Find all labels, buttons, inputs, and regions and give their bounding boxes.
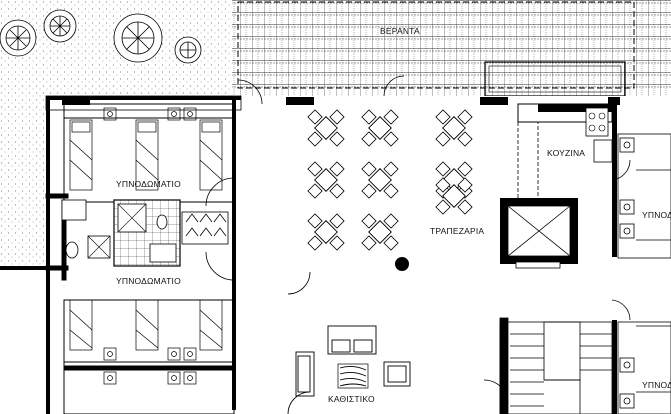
stove-burner: [598, 124, 606, 132]
dining-table-icon: [435, 109, 473, 147]
chair-icon: [329, 161, 345, 177]
label-dining: ΤΡΑΠΕΖΑΡΙΑ: [430, 226, 484, 236]
dining-table-icon: [307, 213, 345, 251]
staircase: [499, 317, 613, 414]
wardrobe-icon: [181, 211, 229, 245]
tree-icon: [113, 13, 163, 63]
label-bedroom-right-bottom: ΥΠΝΟΔ: [642, 380, 671, 390]
veranda-dashed-edge: [237, 1, 635, 89]
tree-icon: [174, 36, 202, 64]
chair-icon: [383, 183, 399, 199]
bathroom: [61, 199, 181, 267]
label-bedroom-top: ΥΠΝΟΔΩΜΑΤΙΟ: [116, 179, 181, 189]
ground-line: [0, 266, 48, 270]
chair-icon: [329, 131, 345, 147]
chair-icon: [435, 199, 451, 215]
chair-icon: [383, 213, 399, 229]
chair-icon: [435, 161, 451, 177]
bed-icon: [69, 299, 93, 351]
chair-icon: [361, 235, 377, 251]
kitchen: [517, 103, 613, 201]
dining-table-icon: [307, 161, 345, 199]
chair-icon: [383, 131, 399, 147]
chair-icon: [457, 109, 473, 125]
chair-icon: [329, 235, 345, 251]
chair-icon: [383, 235, 399, 251]
chair-icon: [307, 131, 323, 147]
tree-icon: [0, 19, 37, 57]
dining-table-icon: [361, 109, 399, 147]
tree-icon: [43, 9, 77, 43]
label-living: ΚΑΘΙΣΤΙΚΟ: [328, 394, 375, 404]
right-bedrooms: [617, 133, 671, 414]
chair-icon: [361, 109, 377, 125]
chair-icon: [383, 161, 399, 177]
bed-icon: [199, 299, 223, 351]
label-veranda: ΒΕΡΑΝΤΑ: [380, 26, 420, 36]
label-bedroom-mid: ΥΠΝΟΔΩΜΑΤΙΟ: [116, 276, 181, 286]
armchair-icon: [383, 361, 411, 387]
bed-icon: [135, 119, 159, 191]
gravel-strip: [0, 96, 48, 268]
chair-icon: [361, 183, 377, 199]
nightstand-icon: [103, 107, 197, 385]
chair-icon: [435, 177, 451, 193]
chair-icon: [435, 109, 451, 125]
column: [395, 257, 409, 271]
chair-icon: [457, 131, 473, 147]
chair-icon: [307, 235, 323, 251]
rug-icon: [337, 363, 369, 389]
dining-table-icon: [435, 177, 473, 215]
dining-table-icon: [361, 161, 399, 199]
chair-icon: [329, 183, 345, 199]
chair-icon: [435, 131, 451, 147]
chair-icon: [457, 161, 473, 177]
elevator-shaft: [500, 198, 578, 269]
label-kitchen: ΚΟΥΖΙΝΑ: [547, 148, 585, 158]
chair-icon: [307, 161, 323, 177]
chair-icon: [329, 109, 345, 125]
chair-icon: [383, 109, 399, 125]
chair-icon: [329, 213, 345, 229]
sofa-icon: [327, 325, 377, 355]
chair-icon: [361, 131, 377, 147]
dining-tables: [307, 109, 473, 251]
veranda-deck: [232, 0, 671, 96]
stove-burner: [598, 112, 606, 120]
chair-icon: [457, 199, 473, 215]
dining-table-icon: [307, 109, 345, 147]
label-bedroom-right-top: ΥΠΝΟΔ: [642, 210, 671, 220]
bed-icon: [135, 299, 159, 351]
dining-table-icon: [361, 213, 399, 251]
chair-icon: [361, 161, 377, 177]
chair-icon: [361, 213, 377, 229]
armchair-icon: [295, 351, 315, 397]
chair-icon: [457, 177, 473, 193]
stove-burner: [588, 124, 596, 132]
chair-icon: [307, 183, 323, 199]
chair-icon: [307, 109, 323, 125]
chair-icon: [307, 213, 323, 229]
stove-burner: [588, 112, 596, 120]
bed-icon: [69, 119, 93, 191]
